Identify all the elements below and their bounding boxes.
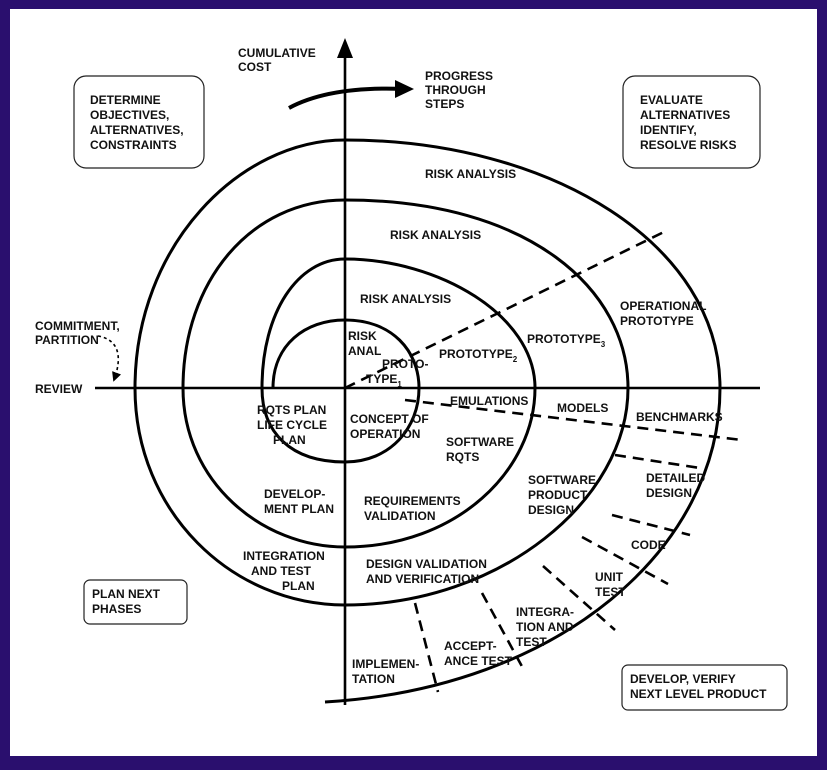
commitment-dotted-arrow [97,335,122,382]
rqts-plan-label: RQTS PLAN LIFE CYCLE PLAN [257,403,330,447]
emulations-label: EMULATIONS [450,394,528,408]
software-rqts-label: SOFTWARE RQTS [446,435,517,464]
software-product-design-label: SOFTWARE PRODUCT DESIGN [528,473,599,517]
operational-prototype-label: OPERATIONAL PROTOTYPE [620,299,710,328]
box-evaluate-alternatives [622,75,761,169]
spiral-path [133,138,722,704]
detailed-design-label: DETAILED DESIGN [646,471,708,500]
prototype-3-label: PROTOTYPE3 [527,332,606,349]
commitment-label: COMMITMENT, PARTITION [35,319,123,347]
progress-arrow [288,86,405,110]
review-label: REVIEW [35,382,83,396]
integration-and-test-label: INTEGRA- TION AND TEST [516,605,577,649]
progress-label: PROGRESS THROUGH STEPS [425,69,496,111]
emulation-diagonal-dashed [404,398,743,442]
risk-analysis-third: RISK ANALYSIS [390,228,481,242]
requirements-validation-label: REQUIREMENTS VALIDATION [364,494,464,523]
separator-unit-test [581,535,669,586]
determine-text: DETERMINE OBJECTIVES, ALTERNATIVES, CONS… [90,93,187,152]
unit-test-label: UNIT TEST [595,570,626,599]
concept-of-operation-label: CONCEPT OF OPERATION [350,412,432,441]
separator-integration [542,565,616,631]
separator-detailed-design [614,453,701,470]
cumulative-cost-label: CUMULATIVE COST [238,46,319,74]
acceptance-test-label: ACCEPT- ANCE TEST [444,639,513,668]
separator-code [611,513,691,537]
prototype-1-label: PROTO- TYPE1 [366,357,432,389]
box-determine-objectives [73,75,205,169]
code-label: CODE [631,538,666,552]
benchmarks-label: BENCHMARKS [636,410,723,424]
progress-arrowhead [395,80,414,98]
development-plan-label: DEVELOP- MENT PLAN [264,487,334,516]
implementation-label: IMPLEMEN- TATION [352,657,423,686]
separator-acceptance [480,592,527,673]
risk-analysis-outer: RISK ANALYSIS [425,167,516,181]
vertical-axis-arrowhead [337,38,353,58]
evaluate-text: EVALUATE ALTERNATIVES IDENTIFY, RESOLVE … [640,93,736,152]
box-plan-next-phases [83,579,188,625]
separator-implementation [413,602,440,693]
models-label: MODELS [557,401,608,415]
box-develop-verify [621,664,788,711]
prototype-2-label: PROTOTYPE2 [439,347,518,364]
risk-analysis-inner: RISK ANAL [348,329,381,358]
integration-test-plan-label: INTEGRATION AND TEST PLAN [243,549,328,593]
risk-analysis-second: RISK ANALYSIS [360,292,451,306]
develop-verify-text: DEVELOP, VERIFY NEXT LEVEL PRODUCT [630,672,767,701]
prototype-diagonal-dashed [344,228,669,390]
plan-next-text: PLAN NEXT PHASES [92,587,163,616]
design-validation-label: DESIGN VALIDATION AND VERIFICATION [366,557,490,586]
